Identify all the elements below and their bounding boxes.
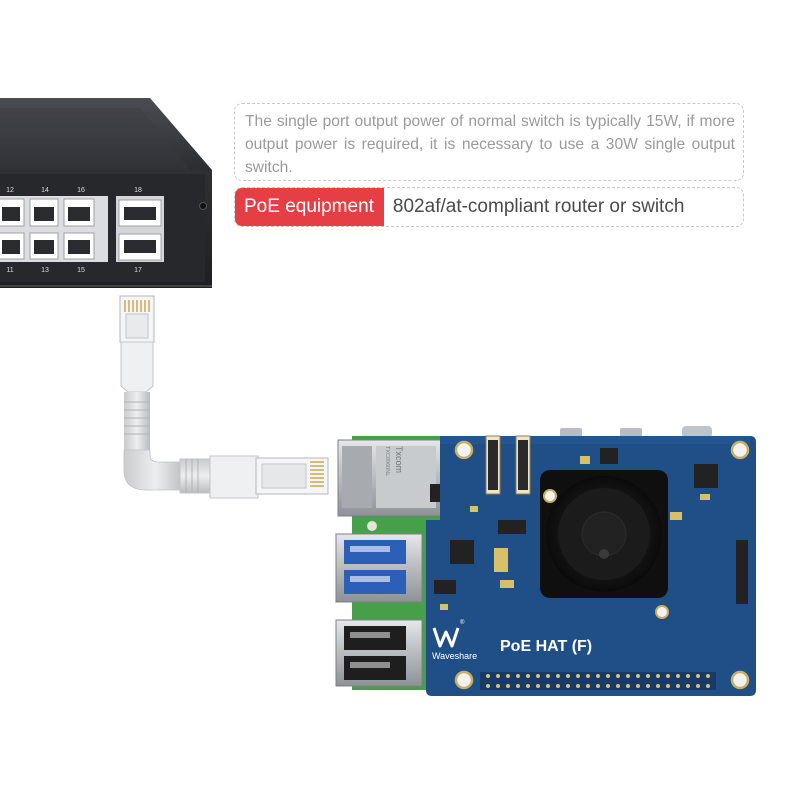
power-note: The single port output power of normal s…: [234, 103, 744, 181]
port-number: 15: [77, 267, 85, 274]
port-number: 13: [41, 267, 49, 274]
poe-equipment-label: PoE equipment: [235, 188, 384, 226]
poe-hat-board: ® Waveshare PoE HAT (F): [426, 435, 756, 696]
port-number: 16: [77, 187, 85, 194]
poe-equipment-description: 802af/at-compliant router or switch: [392, 196, 685, 217]
port-number: 17: [134, 267, 142, 274]
network-switch: 12 14 16 18 11 13 15 17: [0, 98, 212, 288]
chip-label: Txcom: [394, 446, 404, 473]
chip-label: TXC0960NL: [384, 446, 390, 476]
port-number: 12: [6, 187, 14, 194]
brand-name: Waveshare: [432, 651, 477, 661]
ethernet-cable: [119, 295, 329, 499]
port-number: 11: [6, 267, 13, 274]
svg-text:®: ®: [460, 619, 465, 626]
product-name: PoE HAT (F): [500, 638, 592, 655]
port-number: 18: [134, 187, 142, 194]
port-number: 14: [41, 187, 49, 194]
waveshare-logo: ®: [432, 619, 465, 648]
poe-equipment-callout: PoE equipment 802af/at-compliant router …: [234, 187, 744, 227]
